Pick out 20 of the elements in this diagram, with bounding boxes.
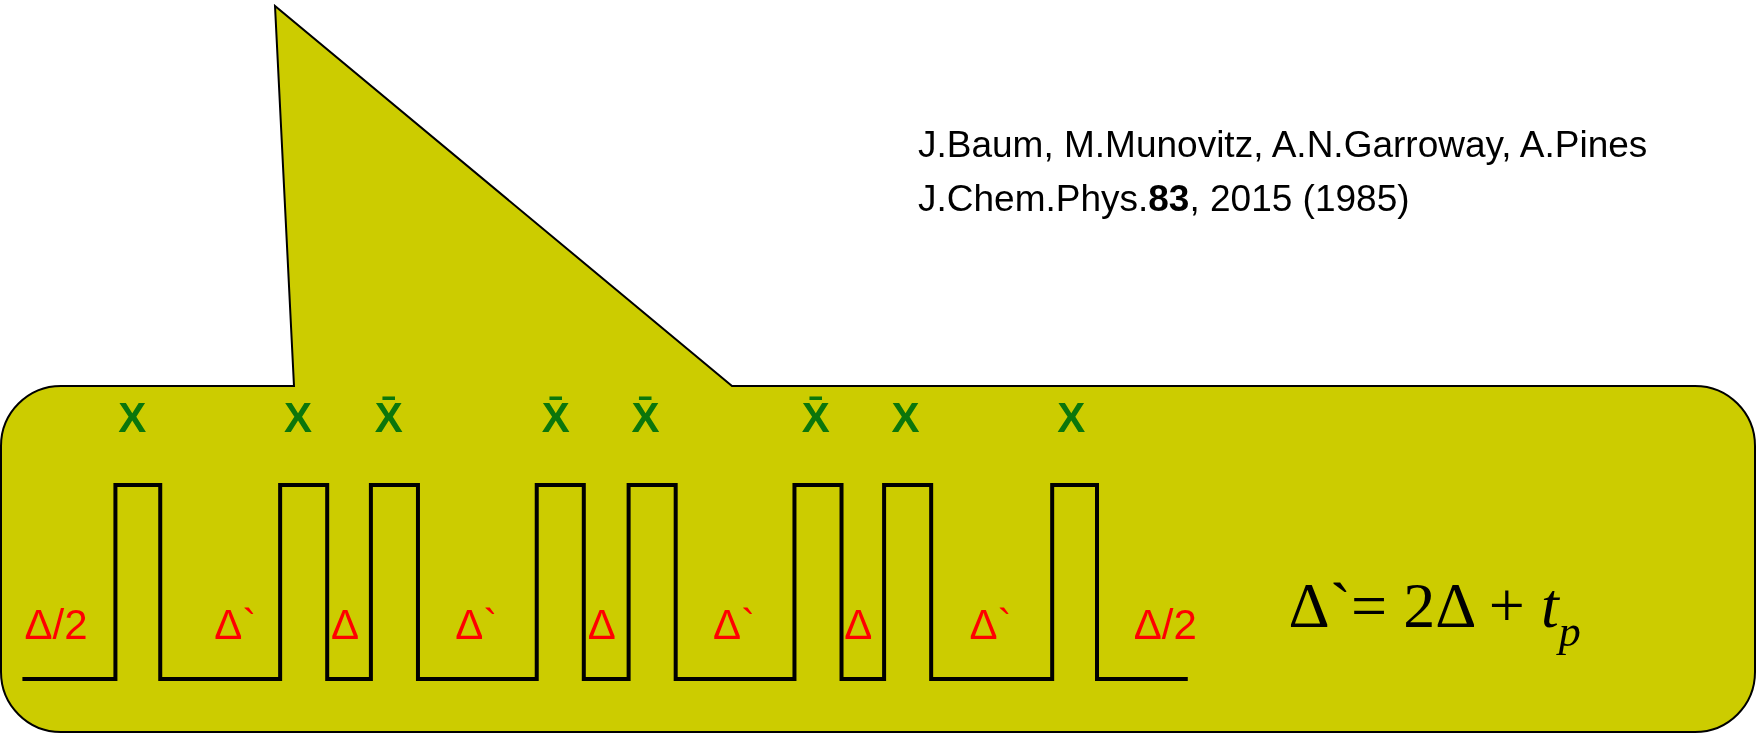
phase-label: X <box>1057 397 1086 439</box>
delay-label: Δ <box>587 604 616 646</box>
delay-label: Δ/2 <box>24 604 88 646</box>
phase-label: X̄ <box>801 397 830 439</box>
phase-label: X̄ <box>541 397 570 439</box>
phase-label: X <box>284 397 313 439</box>
phase-label: X̄ <box>374 397 403 439</box>
phase-label: X <box>891 397 920 439</box>
delay-label: Δ <box>331 604 360 646</box>
delay-label: Δ/2 <box>1133 604 1197 646</box>
delay-label: Δ` <box>214 604 257 646</box>
phase-label: X̄ <box>631 397 660 439</box>
formula: Δ`= 2Δ + t$_{p}$ <box>1288 573 1581 655</box>
reference-text: J.Baum, M.Munovitz, A.N.Garroway, A.Pines <box>918 126 1648 163</box>
reference-text: J.Chem.Phys.83, 2015 (1985) <box>918 180 1410 217</box>
delay-label: Δ` <box>455 604 498 646</box>
delay-label: Δ` <box>712 604 755 646</box>
delay-label: Δ` <box>969 604 1012 646</box>
phase-label: X <box>118 397 147 439</box>
delay-label: Δ <box>844 604 873 646</box>
